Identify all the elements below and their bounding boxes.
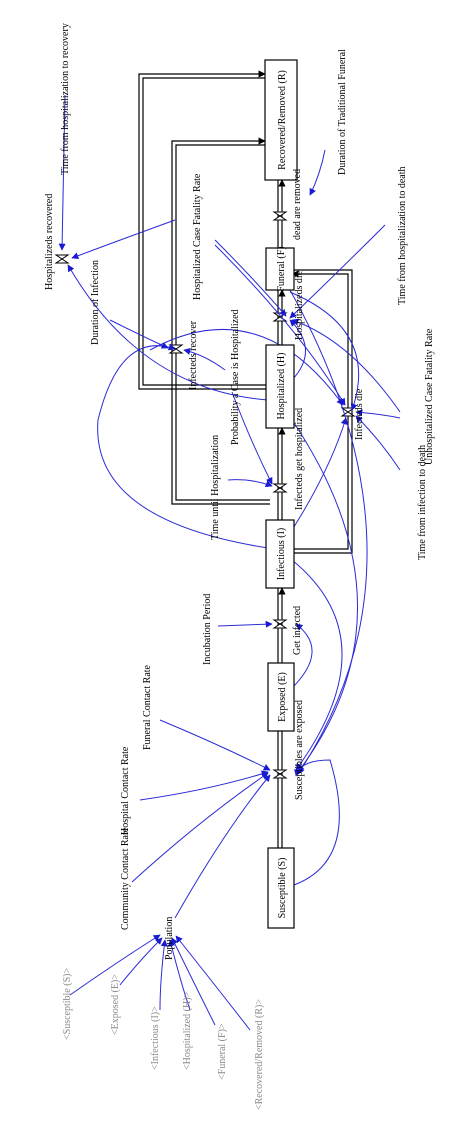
flow-label-hospitalizeds-recovered: Hospitalizeds recovered <box>44 194 55 290</box>
link-hosp-cfr-infdie <box>214 244 346 406</box>
stock-exposed[interactable]: Exposed (E) <box>267 662 295 732</box>
var-hospitalized-cfr[interactable]: Hospitalized Case Fatality Rate <box>192 173 203 300</box>
link-population-exposed <box>174 774 271 919</box>
link-funeral-exposed <box>289 289 368 775</box>
link-hosp-cfr-recovered <box>71 219 176 260</box>
stock-infectious[interactable]: Infectious (I) <box>265 519 295 589</box>
var-duration-traditional-funeral[interactable]: Duration of Traditional Funeral <box>337 49 348 175</box>
valve-susceptibles-exposed <box>272 769 288 779</box>
var-unhospitalized-cfr[interactable]: Unhospitalized Case Fatality Rate <box>424 328 435 465</box>
shadow-var-susceptible[interactable]: <Susceptible (S)> <box>62 968 73 1040</box>
stock-funeral[interactable]: Funeral (F) <box>265 246 295 292</box>
links <box>58 94 401 1031</box>
flow-label-susceptibles-exposed: Susceptibles are exposed <box>294 700 305 800</box>
flow-label-get-infected: Get infected <box>292 606 303 655</box>
flow-pipes <box>138 74 353 848</box>
link-infectious-exposed <box>291 559 343 771</box>
link-hospitalized-die <box>289 319 306 381</box>
link-unhosp-cfr-die <box>355 409 401 419</box>
link-incubation-getinfected <box>217 620 273 628</box>
pipe-h-to-r-inner <box>171 141 270 505</box>
stock-recovered-label: Recovered/Removed (R) <box>277 70 288 170</box>
var-probability-hospitalized[interactable]: Probability a Case is Hospitalized <box>230 309 241 445</box>
link-susceptible-exposed <box>293 759 340 886</box>
shadow-var-exposed[interactable]: <Exposed (E)> <box>110 974 121 1035</box>
var-funeral-contact-rate[interactable]: Funeral Contact Rate <box>142 664 153 750</box>
var-time-infection-to-death[interactable]: Time from infection to death <box>417 445 428 560</box>
var-time-hosp-to-recovery[interactable]: Time from hospitalization to recovery <box>60 23 71 175</box>
stock-hospitalized[interactable]: Hospitalized (H) <box>265 344 295 429</box>
stocks: Susceptible (S) Exposed (E) Infectious (… <box>264 59 298 929</box>
flow-labels: Susceptibles are exposed Get infected In… <box>44 169 365 800</box>
link-prob-hosp <box>231 391 273 485</box>
flow-label-hospitalizeds-die: Hospitalizeds die <box>294 270 305 340</box>
flow-label-dead-removed: dead are removed <box>292 169 303 240</box>
var-population[interactable]: Population <box>164 917 175 960</box>
var-incubation-period[interactable]: Incubation Period <box>202 594 213 665</box>
link-unhosp-hospdie <box>291 318 401 413</box>
link-time-recovery <box>58 94 66 251</box>
link-infectious-hosp <box>97 343 269 549</box>
stock-hospitalized-label: Hospitalized (H) <box>276 353 287 420</box>
valve-infecteds-hospitalized <box>272 483 288 493</box>
shadow-var-hospitalized[interactable]: <Hospitalized (H)> <box>182 991 193 1070</box>
link-hospital-exposed <box>139 770 269 801</box>
flow-label-infecteds-die: Infecteds die <box>354 388 365 440</box>
link-exposed-getinfected <box>291 623 313 689</box>
pipe-i-to-r-left <box>138 74 268 390</box>
stock-infectious-label: Infectious (I) <box>276 528 287 580</box>
link-infectious-die <box>291 417 348 531</box>
link-shadow-f-pop <box>171 937 216 1026</box>
stock-susceptible-label: Susceptible (S) <box>277 858 288 919</box>
valve-hospitalizeds-recovered <box>54 254 70 264</box>
link-timehospdeath-die <box>289 224 386 319</box>
variables: Population Community Contact Rate Hospit… <box>60 23 435 960</box>
valve-get-infected <box>272 619 288 629</box>
link-shadow-r-pop <box>175 935 251 1031</box>
link-hospitalized-recovered <box>67 264 269 401</box>
pipe-i-to-h <box>278 428 282 520</box>
var-time-until-hospitalization[interactable]: Time until Hospitalization <box>210 435 221 540</box>
stock-exposed-label: Exposed (E) <box>277 672 288 722</box>
link-duration-recover <box>109 319 169 349</box>
stock-funeral-label: Funeral (F) <box>276 246 287 291</box>
valve-dead-removed <box>272 211 288 221</box>
link-funeral-rate-exposed <box>159 719 271 771</box>
shadow-var-funeral[interactable]: <Funeral (F)> <box>217 1023 228 1080</box>
shadow-var-recovered[interactable]: <Recovered/Removed (R)> <box>254 999 265 1110</box>
var-duration-of-infection[interactable]: Duration of Infection <box>90 260 101 345</box>
valves <box>54 211 356 779</box>
link-time-infdeath-die <box>355 415 401 471</box>
link-duration-infdie <box>149 329 344 406</box>
link-timeuntil-hosp <box>227 479 273 488</box>
link-funeral-arc <box>289 291 360 411</box>
link-shadow-s-pop <box>69 934 161 996</box>
stock-recovered[interactable]: Recovered/Removed (R) <box>264 59 298 181</box>
link-shadow-e-pop <box>119 937 163 986</box>
shadow-var-infectious[interactable]: <Infectious (I)> <box>150 1006 161 1070</box>
link-community-exposed <box>131 772 269 883</box>
var-time-hosp-to-death[interactable]: Time from hospitalization to death <box>397 166 408 305</box>
link-funeral-duration-removed <box>309 149 326 196</box>
link-shadow-h-pop <box>168 939 191 1011</box>
var-hospital-contact-rate[interactable]: Hospital Contact Rate <box>120 746 131 835</box>
shadow-variables: <Susceptible (S)> <Exposed (E)> <Infecti… <box>62 968 265 1110</box>
stock-susceptible[interactable]: Susceptible (S) <box>267 847 295 929</box>
var-community-contact-rate[interactable]: Community Contact Rate <box>120 827 131 930</box>
link-prob-recover <box>183 348 226 371</box>
link-hospitalized-exposed <box>291 419 359 773</box>
link-hosp-cfr-die <box>214 239 287 317</box>
flow-label-infecteds-hospitalized: Infecteds get hospitalized <box>294 408 305 510</box>
link-shadow-i-pop <box>159 939 168 1011</box>
flow-label-infecteds-recover: Infecteds recover <box>188 320 199 390</box>
